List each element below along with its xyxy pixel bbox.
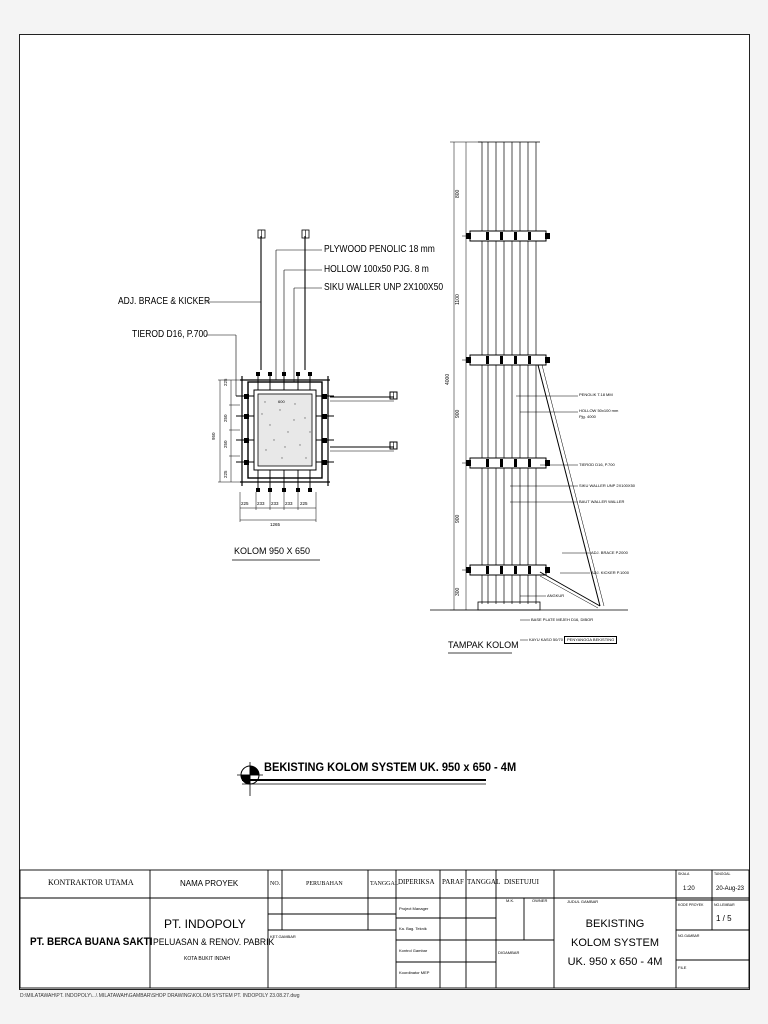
tb-row-3: Kontrol Gambar [399,948,428,953]
label-brace: ADJ. BRACE & KICKER [118,296,211,307]
tb-row-1: Project Manager [399,906,429,911]
elev-label-penolic: PENOLIK T.18 MM [579,392,613,397]
tb-judul-1: BEKISTING [585,918,645,930]
elev-dim-2: 1100 [455,294,461,305]
plan-caption: KOLOM 950 X 650 [234,546,311,556]
elevation-caption: TAMPAK KOLOM [448,640,519,650]
dim-left-total: 950 [211,432,216,440]
elev-dim-5: 300 [455,587,461,596]
elev-label-baut: BAUT WALLER WALLER [579,499,625,504]
label-siku: SIKU WALLER UNP 2X100X50 [324,282,444,293]
tb-lembar: 1 / 5 [716,914,732,923]
elev-label-hollow: HOLLOW 50x100 mm [579,408,619,413]
tb-perubahan-label: PERUBAHAN [306,881,343,887]
elev-dim-3: 900 [455,409,461,418]
plan-concrete [257,393,313,467]
elev-label-base: BASE PLATE MEJEH D16, DIBOR [531,617,594,622]
drawing-sheet [19,34,750,990]
dim-left-1: 225 [223,378,228,386]
tb-lembar-label: NO.LEMBAR [714,903,735,907]
dim-bottom-3: 233 [271,501,279,506]
dim-bottom-5: 225 [300,501,308,506]
dim-bottom-total: 1265 [270,522,281,527]
tb-judul-2: KOLOM SYSTEM [570,937,660,949]
plan-plywood [253,389,317,471]
dim-bottom-1: 225 [241,501,249,506]
tb-judul-label: JUDUL GAMBAR [567,899,599,904]
tb-tanggal: 20-Aug-23 [716,886,745,892]
tb-nama-proyek-label: NAMA PROYEK [180,879,239,888]
tb-diperiksa-label: DIPERIKSA [398,878,435,886]
tb-mk: M.K. [506,898,515,903]
label-plywood: PLYWOOD PENOLIC 18 mm [324,244,435,255]
tb-digambar: DIGAMBAR [498,950,520,955]
tb-kode-label: KODE PROYEK [678,903,704,907]
tb-no-gambar-label: NO.GAMBAR [678,934,700,938]
elev-label-kayu-note: PENYANGGA BEKISTING [564,636,618,644]
elev-label-adj-kicker: ADJ. KICKER P.1000 [591,570,629,575]
tb-row-2: Ka. Bag. Teknik [399,926,427,931]
elev-label-hollow-pjg: Pjg. 4000 [579,414,596,419]
tb-tanggal3-label: TANGGAL [714,872,731,876]
elev-dim-total: 4000 [445,373,451,385]
tb-disetujui-label: DISETUJUI [504,878,539,886]
dim-bottom-2: 233 [257,501,265,506]
dim-bottom-4: 233 [285,501,293,506]
dim-left-3: 250 [223,440,228,448]
tb-skala: 1:20 [683,886,695,892]
tb-tanggal2-label: TANGGAL [467,878,501,886]
tb-tanggal-label: TANGGAL [370,881,399,887]
drawing-title: BEKISTING KOLOM SYSTEM UK. 950 x 650 - 4… [264,760,517,774]
tb-skala-label: SKALA [678,872,690,876]
label-hollow: HOLLOW 100x50 PJG. 8 m [324,264,429,275]
tb-proyek-2: PELUASAN & RENOV. PABRIK [153,937,275,947]
plan-waler-frame [247,381,323,479]
elev-label-siku: SIKU WALLER UNP 2X100X50 [579,483,636,488]
label-tierod: TIEROD D16, P.700 [132,329,208,340]
tb-row-4: Koordinator MEP [399,970,430,975]
elev-label-angkur: ANGKUR [547,593,565,598]
tb-paraf-label: PARAF [442,878,464,886]
tb-kontraktor: PT. BERCA BUANA SAKTI [30,936,153,948]
tb-file-label: FILE [678,965,687,970]
section-mark: 600 [278,399,285,404]
tb-no-label: NO. [270,881,281,887]
elev-label-adj-brace: ADJ. BRACE P.2000 [591,550,628,555]
elev-label-kayu: KAYU KASO 50/70 [529,637,563,642]
elev-label-tierod: TIEROD D16, P.700 [579,462,615,467]
tb-judul-3: UK. 950 x 650 - 4M [567,956,663,968]
dim-left-4: 225 [223,470,228,478]
tb-ket-label: KET.GAMBAR [270,934,296,939]
dim-left-2: 250 [223,414,228,422]
tb-kontraktor-label: KONTRAKTOR UTAMA [48,878,134,887]
tb-proyek-3: KOTA BUKIT INDAH [184,956,230,962]
elev-dim-4: 900 [455,514,461,523]
tb-owner: OWNER [532,898,548,903]
tb-proyek-1: PT. INDOPOLY [164,917,246,931]
elev-dim-1: 800 [455,189,461,198]
file-path-footer: D:\MILATAWAH\PT. INDOPOLY\...\ MILATAWAH… [20,993,300,999]
